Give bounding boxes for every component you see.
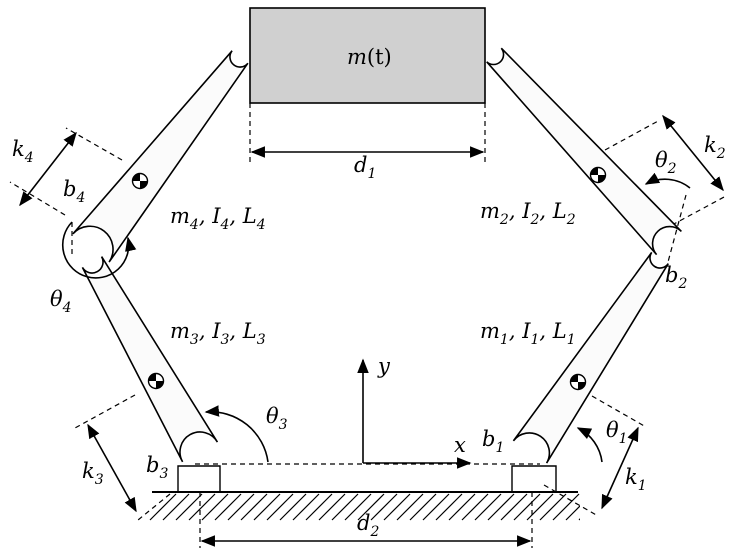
link3-params: m3, I3, L3 [170, 319, 266, 348]
link1-params: m1, I1, L1 [480, 319, 576, 348]
k4-arrow [19, 131, 77, 207]
link-1 [512, 251, 669, 464]
link4-params: m4, I4, L4 [170, 204, 266, 233]
theta2-arc [644, 172, 691, 189]
link-2-com-icon [589, 166, 607, 184]
y-axis-label: y [377, 354, 391, 378]
labels: d1 d2 k1 k2 k3 k4 θ1 θ2 θ3 θ4 b1 b2 b3 b… [12, 133, 726, 540]
b2-label: b2 [665, 263, 687, 292]
reference-lines [9, 103, 727, 548]
theta3-arc [204, 405, 269, 463]
link-1-com-icon [569, 373, 587, 391]
link-4-com-icon [131, 172, 149, 190]
dimension-arrows [19, 114, 724, 547]
k2-label: k2 [704, 133, 726, 162]
link-2 [486, 47, 682, 256]
link-3 [81, 256, 219, 463]
k1-label: k1 [625, 465, 647, 494]
b1-label: b1 [482, 427, 504, 456]
coordinate-axes: y x [357, 354, 472, 469]
ground [149, 491, 580, 521]
link-3-com-icon [147, 372, 165, 390]
k3-arrow [87, 423, 137, 513]
d1-label: d1 [354, 153, 376, 182]
d2-label: d2 [357, 511, 379, 540]
theta3-label: θ3 [266, 404, 288, 433]
theta4-label: θ4 [50, 287, 72, 316]
theta1-label: θ1 [606, 418, 628, 447]
link2-params: m2, I2, L2 [480, 199, 576, 228]
mass-block: m(t) [249, 7, 486, 104]
k1-arrow [601, 426, 639, 510]
k3-label: k3 [82, 459, 104, 488]
theta2-label: θ2 [655, 148, 677, 177]
angle-arcs [61, 172, 691, 463]
k4-label: k4 [12, 137, 34, 166]
theta1-arc [576, 427, 603, 463]
mass-label: m(t) [347, 45, 392, 69]
joint-supports [177, 465, 557, 492]
links [72, 47, 682, 464]
b3-label: b3 [146, 453, 168, 482]
theta4-arc [61, 221, 137, 279]
k2-arrow [662, 114, 724, 192]
x-axis-label: x [454, 433, 466, 457]
b4-label: b4 [63, 177, 85, 206]
link-4 [72, 50, 249, 263]
